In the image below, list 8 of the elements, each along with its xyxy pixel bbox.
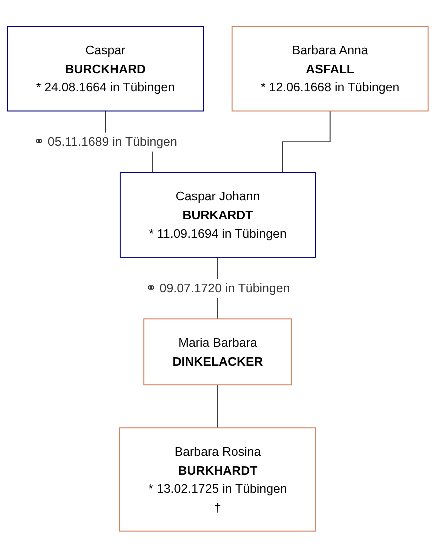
connector	[282, 110, 331, 174]
node-box: Barbara Anna ASFALL * 12.06.1668 in Tübingen	[232, 26, 429, 112]
node-box: Maria Barbara DINKELACKER	[144, 318, 292, 386]
edge-label: ⚭ 05.11.1689 in Tübingen	[34, 134, 178, 149]
node-box: Caspar BURCKHARD * 24.08.1664 in Tübingen	[7, 26, 204, 112]
node-box: Caspar Johann BURKARDT * 11.09.1694 in Tübingen	[120, 172, 316, 258]
node-box: Barbara Rosina BURKHARDT * 13.02.1725 in Tübingen †	[120, 428, 316, 532]
edge-label: ⚭ 09.07.1720 in Tübingen	[146, 280, 290, 296]
